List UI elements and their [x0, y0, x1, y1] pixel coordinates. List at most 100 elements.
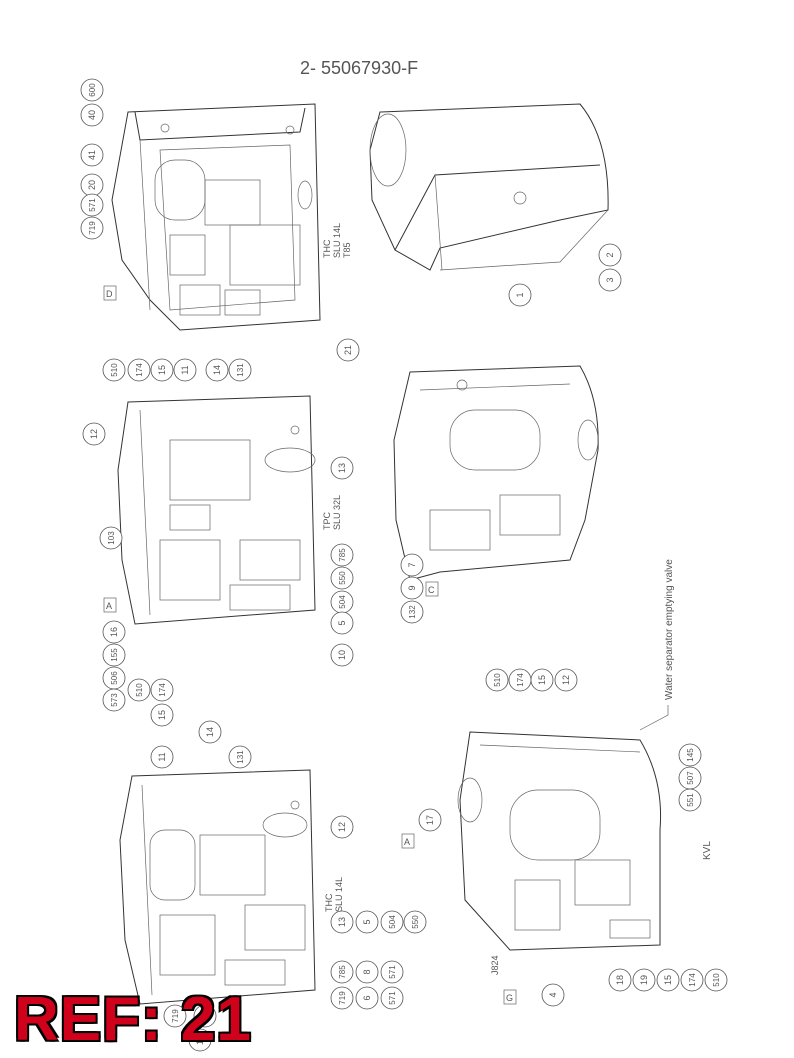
callout-number: 2 — [605, 252, 615, 257]
callout-number: 14 — [212, 365, 222, 375]
callout-number: 15 — [157, 710, 167, 720]
callout-number: 41 — [87, 150, 97, 160]
view-a-bottom: THC SLU 14L — [119, 769, 344, 1005]
callout-bubble — [82, 422, 106, 446]
callout-number: 174 — [135, 363, 144, 377]
callout-bubble — [598, 243, 622, 267]
view-a-top: TPC SLU 32L A — [103, 395, 342, 625]
callout-bubble — [355, 910, 379, 934]
callout-number: 600 — [88, 83, 97, 97]
callout-number: 12 — [89, 429, 99, 439]
callout-number: 571 — [388, 991, 397, 1005]
callout-bubble — [163, 1004, 187, 1028]
callout-bubble — [400, 553, 424, 577]
callout-bubble — [330, 543, 354, 567]
callout-bubble — [330, 643, 354, 667]
callout-bubble — [608, 968, 632, 992]
callout-number: 40 — [87, 110, 97, 120]
callout-number: 1 — [515, 292, 525, 297]
view-d-model3: T85 — [342, 242, 352, 258]
callout-number: 8 — [362, 969, 372, 974]
callout-bubble — [403, 910, 427, 934]
callout-number: 571 — [88, 198, 97, 212]
callout-number: 550 — [411, 915, 420, 929]
callout-bubble — [102, 358, 126, 382]
view-d-model2: SLU 14L — [332, 223, 342, 258]
callout-number: 510 — [712, 973, 721, 987]
callout-bubble — [102, 688, 126, 712]
callout-bubble — [336, 338, 360, 362]
callout-bubble — [80, 78, 104, 102]
callout-number: 174 — [688, 973, 697, 987]
callout-number: 174 — [516, 673, 525, 687]
view-g-a-letter: A — [404, 837, 410, 847]
callout-number: 131 — [236, 750, 245, 764]
callout-bubble — [330, 611, 354, 635]
callout-bubble — [380, 910, 404, 934]
callout-number: 18 — [615, 975, 625, 985]
callout-bubble — [102, 643, 126, 667]
callout-bubble — [188, 1028, 212, 1052]
callout-bubble — [508, 283, 532, 307]
callout-bubble — [102, 620, 126, 644]
callout-number: 11 — [180, 365, 190, 374]
callout-bubble — [380, 960, 404, 984]
view-g-tag: J824 — [490, 955, 500, 975]
callout-bubble — [355, 960, 379, 984]
callout-number: 19 — [639, 975, 649, 985]
callout-number: 6 — [362, 995, 372, 1000]
view-a-top-letter: A — [106, 601, 112, 611]
callout-bubble — [355, 986, 379, 1010]
view-a-bottom-model2: SLU 14L — [334, 877, 344, 912]
callout-bubble — [99, 526, 123, 550]
callout-bubble — [541, 983, 565, 1007]
callout-number: 174 — [158, 683, 167, 697]
callout-number: 132 — [408, 605, 417, 619]
callout-number: 550 — [338, 571, 347, 585]
annotation-water-valve: Water separator emptying valve — [664, 559, 675, 700]
callout-number: 9 — [407, 585, 417, 590]
view-a-top-model2: SLU 32L — [332, 495, 342, 530]
callout-number: 102 — [201, 1009, 210, 1023]
callout-number: 12 — [561, 675, 571, 685]
callout-number: 145 — [686, 748, 695, 762]
callout-bubble — [205, 358, 229, 382]
callout-bubble — [330, 986, 354, 1010]
callout-number: 13 — [337, 463, 347, 473]
callout-bubble — [485, 668, 509, 692]
callout-number: 504 — [338, 595, 347, 609]
callout-number: 510 — [135, 683, 144, 697]
callout-number: 7 — [407, 562, 417, 567]
callout-number: 506 — [110, 671, 119, 685]
view-d: THC SLU 14L T85 D — [103, 103, 352, 331]
callout-number: 551 — [686, 793, 695, 807]
callout-number: 785 — [338, 965, 347, 979]
callout-bubble — [150, 703, 174, 727]
callout-number: 17 — [425, 815, 435, 825]
callout-bubble — [632, 968, 656, 992]
view-a-top-model: TPC — [322, 511, 332, 530]
callout-number: 719 — [171, 1009, 180, 1023]
callout-number: 504 — [388, 915, 397, 929]
callout-bubble — [704, 968, 728, 992]
callout-number: 719 — [338, 991, 347, 1005]
callout-bubble — [80, 143, 104, 167]
drawing-number: 2- 55067930-F — [300, 58, 418, 78]
callout-number: 14 — [205, 727, 215, 737]
callout-bubble — [330, 456, 354, 480]
callout-bubble — [380, 986, 404, 1010]
callout-bubble — [400, 600, 424, 624]
callout-bubble — [530, 668, 554, 692]
callout-number: 12 — [337, 822, 347, 832]
callout-number: 15 — [537, 675, 547, 685]
callout-number: 507 — [686, 771, 695, 785]
callout-bubble — [127, 358, 151, 382]
callout-number: 573 — [110, 693, 119, 707]
view-d-letter: D — [106, 289, 113, 299]
callout-number: 10 — [195, 1035, 205, 1045]
callout-number: 16 — [109, 627, 119, 637]
callout-bubble — [80, 103, 104, 127]
callout-number: 10 — [337, 650, 347, 660]
